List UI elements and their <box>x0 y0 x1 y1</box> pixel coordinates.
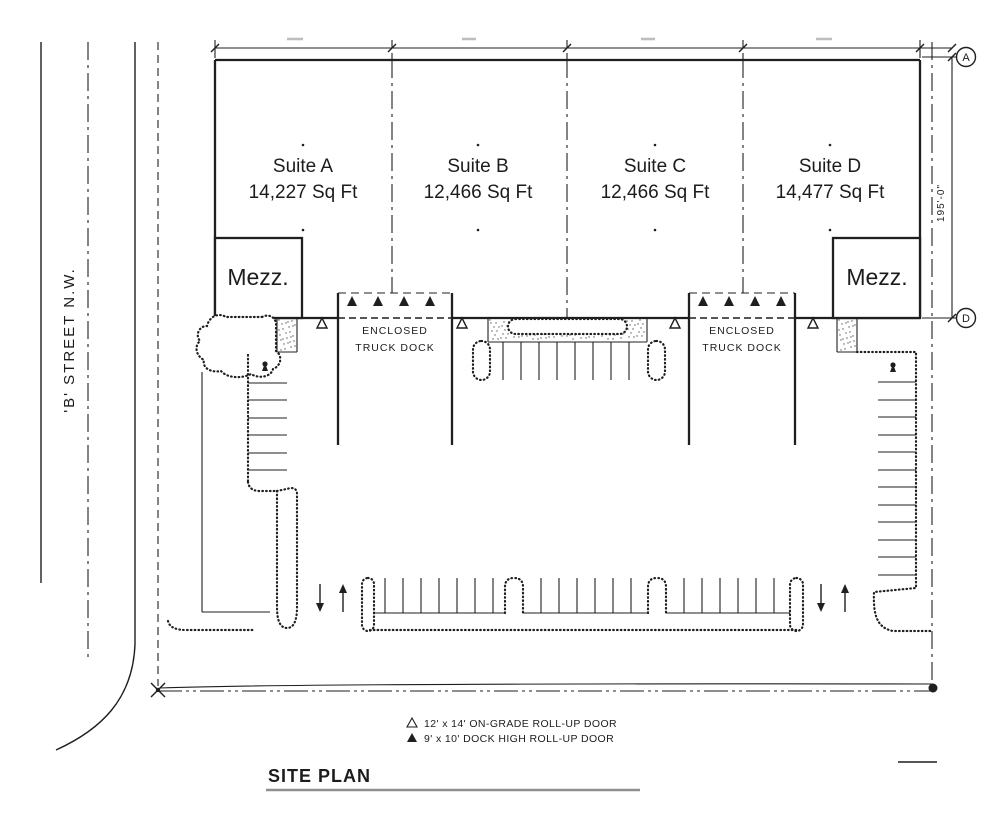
property-corner-dot <box>928 683 938 693</box>
door-legend: 12' x 14' ON-GRADE ROLL-UP DOOR 9' x 10'… <box>406 716 617 745</box>
truck-dock-left: ENCLOSED TRUCK DOCK <box>336 292 454 445</box>
suite-b-area: 12,466 Sq Ft <box>424 182 534 203</box>
suite-d-name: Suite D <box>799 156 861 177</box>
building-depth-dimension: 195'-0" <box>936 184 947 222</box>
yard-marker-icon <box>890 362 896 372</box>
truck-dock-left-label-1: ENCLOSED <box>362 325 428 337</box>
street-label: 'B' STREET N.W. <box>61 267 78 412</box>
mezzanine-left-label: Mezz. <box>227 264 288 290</box>
up-arrow-icon <box>841 584 849 612</box>
yard-marker-icon <box>262 361 268 371</box>
truck-dock-left-label-2: TRUCK DOCK <box>355 342 434 354</box>
curb-return-arc <box>55 643 136 751</box>
island-capsule-right <box>646 339 667 382</box>
dock-high-door-icons <box>698 296 786 306</box>
island-end-cap-left <box>360 576 376 633</box>
down-arrow-icon <box>316 584 324 612</box>
suite-labels: Suite A 14,227 Sq Ft Suite B 12,466 Sq F… <box>249 156 886 203</box>
corner-marker <box>150 682 166 698</box>
up-arrow-icon <box>339 584 347 612</box>
page-title: SITE PLAN <box>268 766 371 786</box>
dock-high-door-legend-icon <box>407 733 417 742</box>
mezzanine-left: Mezz. <box>213 236 304 320</box>
truck-dock-right-label-2: TRUCK DOCK <box>702 342 781 354</box>
legend-line-2: 9' x 10' DOCK HIGH ROLL-UP DOOR <box>424 733 614 745</box>
mezzanine-right: Mezz. <box>831 236 922 320</box>
suite-a-name: Suite A <box>273 156 334 177</box>
street-lines <box>40 42 159 751</box>
island-finger-1 <box>503 576 525 615</box>
mezzanine-right-label: Mezz. <box>846 264 907 290</box>
right-parking-stalls <box>878 381 916 576</box>
suite-c-name: Suite C <box>624 156 686 177</box>
legend-line-1: 12' x 14' ON-GRADE ROLL-UP DOOR <box>424 718 617 730</box>
suite-dividers <box>391 60 744 333</box>
center-landscape-island <box>506 317 629 336</box>
central-parking-stalls <box>384 578 775 613</box>
grid-marker-d: D <box>955 307 977 329</box>
top-dimension-line <box>210 37 957 60</box>
landscape-arm-island <box>275 486 299 630</box>
truck-dock-right: ENCLOSED TRUCK DOCK <box>687 292 797 445</box>
suite-a-area: 14,227 Sq Ft <box>249 182 359 203</box>
dock-high-door-icons <box>347 296 435 306</box>
stipple-pad-left <box>276 318 298 353</box>
right-dimension: 195'-0" <box>922 52 957 323</box>
center-parking-stalls <box>502 342 630 380</box>
title-block: SITE PLAN <box>266 761 937 792</box>
on-grade-door-icons <box>315 316 820 329</box>
central-parking-strip <box>360 576 805 633</box>
suite-d-area: 14,477 Sq Ft <box>776 182 886 203</box>
left-parking-zone <box>166 313 299 632</box>
property-lines <box>150 42 938 698</box>
landscape-blob-island <box>195 313 282 379</box>
suite-c-area: 12,466 Sq Ft <box>601 182 711 203</box>
grid-marker-a-label: A <box>962 52 970 64</box>
left-parking-stalls <box>248 382 287 471</box>
down-arrow-icon <box>817 584 825 612</box>
island-finger-2 <box>646 576 668 615</box>
truck-dock-right-label-1: ENCLOSED <box>709 325 775 337</box>
stipple-pad-right <box>836 318 858 353</box>
column-grid-dots <box>301 143 832 232</box>
grid-marker-a: A <box>955 46 977 68</box>
island-end-cap-right <box>788 576 805 633</box>
grid-marker-d-label: D <box>962 313 970 325</box>
island-capsule-left <box>471 339 492 382</box>
suite-b-name: Suite B <box>447 156 508 177</box>
right-parking-zone <box>855 350 933 633</box>
on-grade-door-legend-icon <box>406 716 418 728</box>
